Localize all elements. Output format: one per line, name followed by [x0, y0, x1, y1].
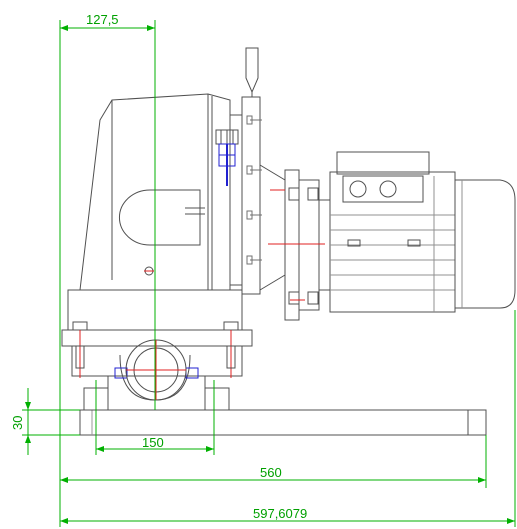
- motor-flange: [284, 169, 330, 321]
- dim-base-height-text: 30: [10, 416, 25, 430]
- base-plate: [79, 409, 487, 436]
- dimension-arrows: [25, 25, 515, 524]
- pump-head-plate: [230, 47, 286, 295]
- adjustment-knob: [215, 129, 239, 186]
- motor-body: [329, 151, 456, 313]
- pipe-port: [125, 339, 187, 401]
- dim-base-length-text: 560: [260, 465, 282, 480]
- fan-cover: [454, 179, 516, 309]
- dim-overall-length-text: 597,6079: [253, 506, 307, 521]
- dim-foot-spacing-text: 150: [142, 435, 164, 450]
- center-lines: [268, 189, 325, 301]
- dimension-lines: [22, 20, 516, 527]
- dim-offset-top-text: 127,5: [86, 12, 119, 27]
- pump-bolts: [72, 321, 239, 379]
